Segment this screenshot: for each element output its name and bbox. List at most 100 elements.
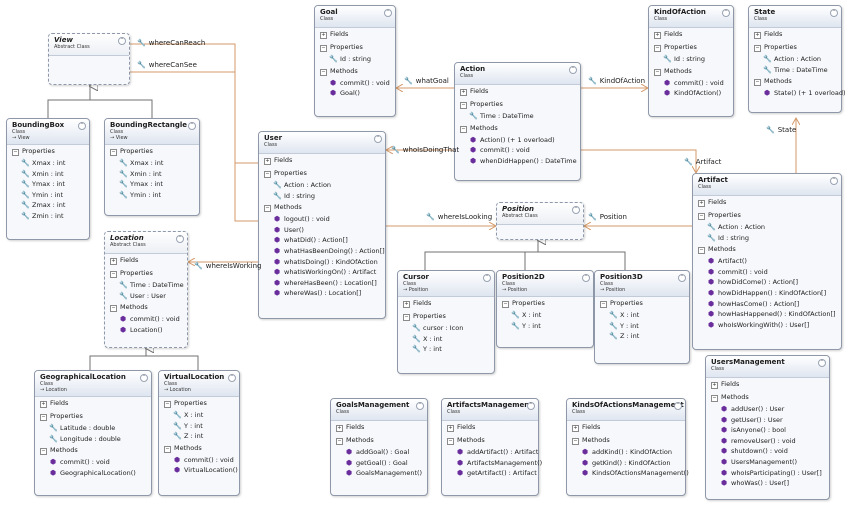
section-toggle-icon[interactable]: + (40, 401, 47, 408)
property-item[interactable]: 🔧Zmin : int (7, 211, 89, 222)
section-toggle-icon[interactable]: − (264, 171, 271, 178)
section-toggle-icon[interactable]: − (40, 448, 47, 456)
collapse-chevron-icon[interactable]: ˄ (118, 37, 126, 45)
collapse-chevron-icon[interactable]: ˄ (572, 206, 580, 214)
section-fields[interactable]: +Fields (398, 297, 494, 310)
property-item[interactable]: 🔧User : User (105, 291, 187, 302)
property-item[interactable]: 🔧Y : int (398, 344, 494, 355)
method-item[interactable]: ⬢howHasHappened() : KindOfAction[] (693, 309, 841, 320)
section-toggle-icon[interactable]: − (698, 213, 705, 220)
method-item[interactable]: ⬢whenDidHappen() : DateTime (455, 156, 580, 167)
section-toggle-icon[interactable]: − (12, 149, 19, 156)
property-item[interactable]: 🔧Id : string (315, 54, 395, 65)
section-properties[interactable]: −Properties (159, 397, 239, 410)
property-item[interactable]: 🔧Id : string (693, 233, 841, 244)
property-item[interactable]: 🔧Id : string (649, 54, 733, 65)
method-item[interactable]: ⬢State() (+ 1 overload) (749, 88, 846, 99)
collapse-chevron-icon[interactable]: ˄ (374, 135, 382, 143)
section-methods[interactable]: −Methods (315, 65, 395, 78)
section-fields[interactable]: +Fields (455, 85, 580, 98)
method-item[interactable]: ⬢getKind() : KindOfAction (567, 458, 685, 469)
property-item[interactable]: 🔧X : int (159, 410, 239, 421)
association-label-wherecanreach[interactable]: 🔧whereCanReach (137, 39, 205, 47)
method-item[interactable]: ⬢commit() : void (649, 78, 733, 89)
section-fields[interactable]: +Fields (35, 397, 151, 410)
section-properties[interactable]: −Properties (105, 145, 199, 158)
property-item[interactable]: 🔧Ymin : int (105, 190, 199, 201)
association-label-artifact[interactable]: 🔧Artifact (684, 158, 721, 166)
method-item[interactable]: ⬢whatIsDoing() : KindOfAction (259, 257, 385, 268)
section-toggle-icon[interactable]: − (110, 271, 117, 278)
collapse-chevron-icon[interactable]: ˄ (228, 374, 236, 382)
method-item[interactable]: ⬢addUser() : User (706, 404, 829, 415)
property-item[interactable]: 🔧Action : Action (259, 180, 385, 191)
method-item[interactable]: ⬢GoalsManagement() (331, 468, 427, 479)
collapse-chevron-icon[interactable]: ˄ (569, 66, 577, 74)
collapse-chevron-icon[interactable]: ˄ (78, 122, 86, 130)
method-item[interactable]: ⬢Goal() (315, 88, 395, 99)
property-item[interactable]: 🔧Xmax : int (105, 158, 199, 169)
section-fields[interactable]: +Fields (749, 28, 841, 41)
section-toggle-icon[interactable]: − (40, 414, 47, 421)
collapse-chevron-icon[interactable]: ˄ (722, 9, 730, 17)
section-toggle-icon[interactable]: − (460, 125, 467, 133)
method-item[interactable]: ⬢logout() : void (259, 214, 385, 225)
section-toggle-icon[interactable]: − (164, 401, 171, 408)
section-toggle-icon[interactable]: − (711, 395, 718, 402)
section-fields[interactable]: +Fields (442, 421, 538, 434)
section-methods[interactable]: −Methods (259, 201, 385, 214)
section-toggle-icon[interactable]: − (110, 149, 117, 156)
property-item[interactable]: 🔧Z : int (595, 331, 689, 342)
property-item[interactable]: 🔧cursor : Icon (398, 323, 494, 334)
section-toggle-icon[interactable]: − (264, 205, 271, 213)
property-item[interactable]: 🔧Time : DateTime (455, 111, 580, 122)
method-item[interactable]: ⬢KindOfAction() (649, 88, 733, 99)
property-item[interactable]: 🔧Time : DateTime (749, 65, 841, 76)
method-item[interactable]: ⬢removeUser() : void (706, 436, 829, 447)
method-item[interactable]: ⬢Location() (105, 325, 187, 336)
section-toggle-icon[interactable]: + (403, 301, 410, 308)
method-item[interactable]: ⬢whoWas() : User[] (706, 478, 829, 489)
method-item[interactable]: ⬢UsersManagement() (706, 457, 829, 468)
section-toggle-icon[interactable]: − (654, 45, 661, 52)
association-label-whereisworking[interactable]: 🔧whereIsWorking (194, 262, 261, 270)
property-item[interactable]: 🔧Z : int (159, 431, 239, 442)
section-toggle-icon[interactable]: + (320, 32, 327, 39)
section-toggle-icon[interactable]: + (572, 425, 579, 432)
section-toggle-icon[interactable]: + (754, 32, 761, 39)
section-properties[interactable]: −Properties (35, 410, 151, 423)
property-item[interactable]: 🔧Y : int (159, 421, 239, 432)
method-item[interactable]: ⬢commit() : void (105, 314, 187, 325)
method-item[interactable]: ⬢whoIsWorkingWith() : User[] (693, 320, 841, 331)
collapse-chevron-icon[interactable]: ˄ (416, 402, 424, 410)
property-item[interactable]: 🔧Y : int (595, 321, 689, 332)
property-item[interactable]: 🔧X : int (595, 310, 689, 321)
section-methods[interactable]: −Methods (105, 301, 187, 314)
section-properties[interactable]: −Properties (315, 41, 395, 54)
method-item[interactable]: ⬢shutdown() : void (706, 446, 829, 457)
section-toggle-icon[interactable]: − (320, 45, 327, 52)
property-item[interactable]: 🔧Xmin : int (7, 169, 89, 180)
method-item[interactable]: ⬢GeographicalLocation() (35, 468, 151, 479)
section-methods[interactable]: −Methods (693, 243, 841, 256)
section-toggle-icon[interactable]: − (447, 438, 454, 445)
method-item[interactable]: ⬢Artifact() (693, 256, 841, 267)
